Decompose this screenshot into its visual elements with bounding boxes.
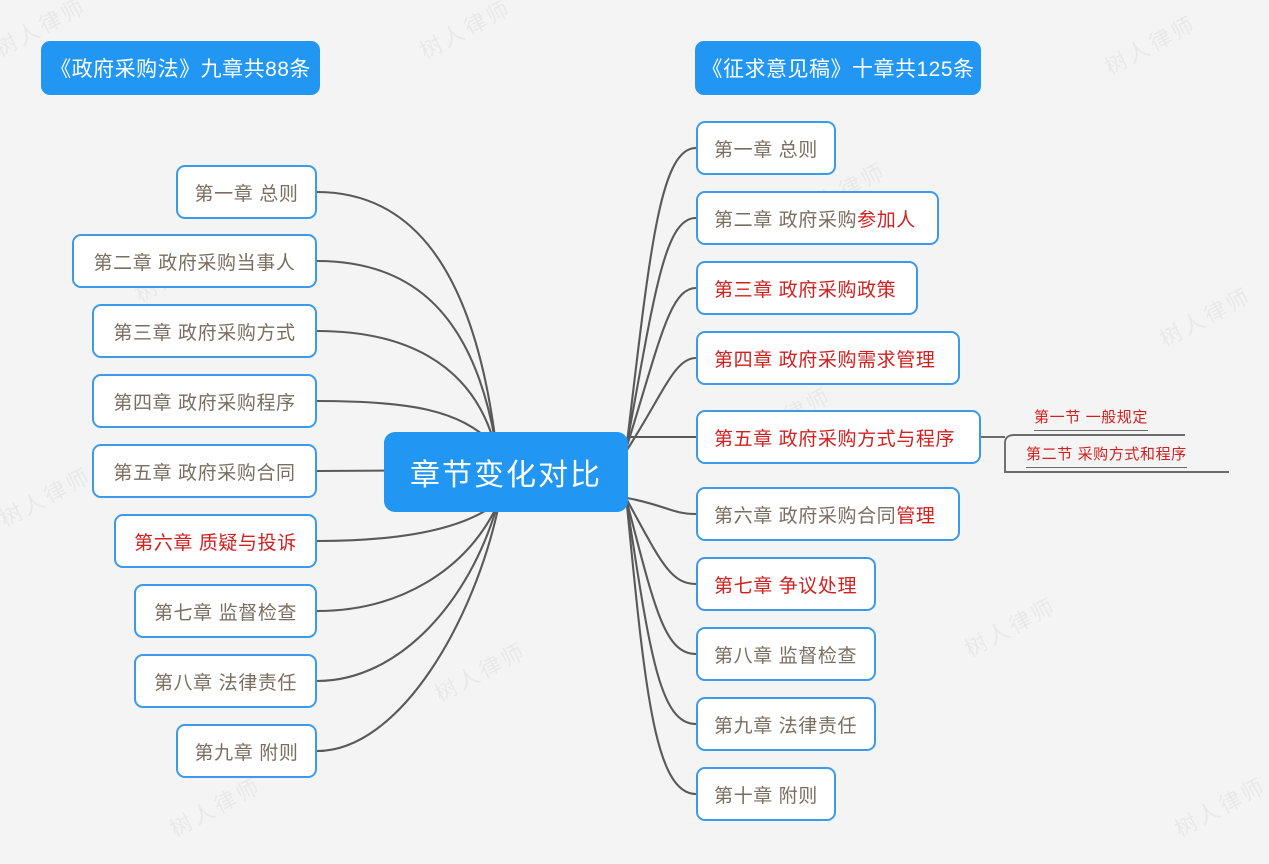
left-chapter-2[interactable]: 第二章 政府采购当事人	[72, 234, 317, 288]
header-pill-right: 《征求意见稿》十章共125条	[695, 41, 981, 95]
sub-node-section-1[interactable]: 第一节 一般规定	[1034, 406, 1148, 431]
sub-node-section-2[interactable]: 第二节 采购方式和程序	[1026, 443, 1187, 468]
right-chapter-2-highlight: 参加人	[857, 209, 916, 231]
watermark: 树人律师	[428, 633, 531, 708]
right-chapter-7-plain: 第七章 争议处理	[714, 575, 858, 597]
right-chapter-1[interactable]: 第一章 总则	[696, 121, 836, 175]
right-chapter-9[interactable]: 第九章 法律责任	[696, 697, 876, 751]
right-chapter-2[interactable]: 第二章 政府采购参加人	[696, 191, 939, 245]
right-chapter-5-plain: 第五章 政府采购方式与程序	[714, 428, 956, 450]
right-chapter-3[interactable]: 第三章 政府采购政策	[696, 261, 918, 315]
right-chapter-4[interactable]: 第四章 政府采购需求管理	[696, 331, 960, 385]
left-chapter-9[interactable]: 第九章 附则	[176, 724, 317, 778]
watermark: 树人律师	[163, 768, 266, 843]
watermark: 树人律师	[1168, 768, 1269, 843]
right-chapter-9-plain: 第九章 法律责任	[714, 715, 858, 737]
left-chapter-6[interactable]: 第六章 质疑与投诉	[114, 514, 317, 568]
left-chapter-5[interactable]: 第五章 政府采购合同	[92, 444, 317, 498]
watermark: 树人律师	[1098, 6, 1201, 81]
right-chapter-5[interactable]: 第五章 政府采购方式与程序	[696, 410, 981, 464]
right-chapter-8[interactable]: 第八章 监督检查	[696, 627, 876, 681]
watermark: 树人律师	[413, 0, 516, 66]
left-chapter-3[interactable]: 第三章 政府采购方式	[92, 304, 317, 358]
right-chapter-10[interactable]: 第十章 附则	[696, 767, 836, 821]
right-chapter-10-plain: 第十章 附则	[714, 785, 818, 807]
left-chapter-1[interactable]: 第一章 总则	[176, 165, 317, 219]
watermark: 树人律师	[1153, 278, 1256, 353]
right-chapter-3-plain: 第三章 政府采购政策	[714, 279, 897, 301]
right-chapter-1-plain: 第一章 总则	[714, 139, 818, 161]
right-chapter-4-plain: 第四章 政府采购需求管理	[714, 349, 936, 371]
right-chapter-7[interactable]: 第七章 争议处理	[696, 557, 876, 611]
watermark: 树人律师	[0, 458, 97, 533]
left-chapter-7[interactable]: 第七章 监督检查	[134, 584, 317, 638]
right-chapter-2-plain: 第二章 政府采购	[714, 209, 858, 231]
right-chapter-6-plain: 第六章 政府采购合同	[714, 505, 897, 527]
header-pill-left: 《政府采购法》九章共88条	[41, 41, 320, 95]
left-chapter-8[interactable]: 第八章 法律责任	[134, 654, 317, 708]
right-chapter-6[interactable]: 第六章 政府采购合同管理	[696, 487, 960, 541]
center-node[interactable]: 章节变化对比	[384, 432, 628, 512]
right-chapter-6-highlight: 管理	[896, 505, 936, 527]
right-chapter-8-plain: 第八章 监督检查	[714, 645, 858, 667]
left-chapter-4[interactable]: 第四章 政府采购程序	[92, 374, 317, 428]
watermark: 树人律师	[958, 588, 1061, 663]
